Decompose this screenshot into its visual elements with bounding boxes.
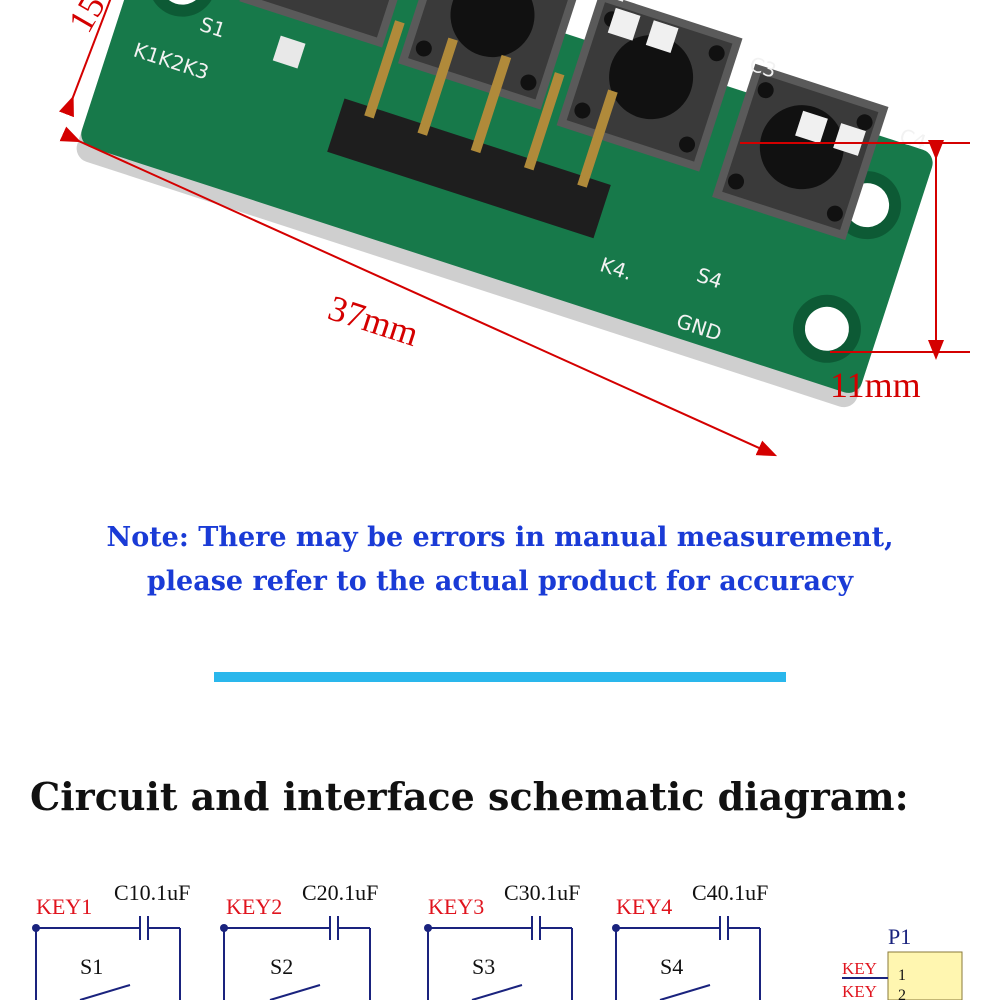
mounting-hole bbox=[792, 294, 861, 363]
net-label-key4: KEY4 bbox=[616, 894, 672, 919]
pcb-board: K1K2K3 S1 C1 C3 C4 K4. S4 GND bbox=[76, 0, 933, 408]
key-cell-1: KEY1 C10.1uF S1 bbox=[32, 880, 190, 1000]
connector-pin-label: KEY bbox=[842, 959, 877, 978]
switch-label-s3: S3 bbox=[472, 954, 495, 979]
width-dimension-line bbox=[58, 0, 112, 118]
solder-pad bbox=[833, 123, 866, 156]
net-label-key3: KEY3 bbox=[428, 894, 484, 919]
tactile-button bbox=[239, 0, 423, 48]
length-dimension-label: 37mm bbox=[324, 288, 424, 354]
key-cell-4: KEY4 C40.1uF S4 bbox=[612, 880, 768, 1000]
connector-name: P1 bbox=[888, 924, 911, 949]
solder-pad bbox=[645, 20, 679, 53]
solder-pad bbox=[795, 110, 828, 144]
switch-label-s4: S4 bbox=[660, 954, 683, 979]
key-cell-3: KEY3 C30.1uF S3 bbox=[424, 880, 580, 1000]
connector-p1: P1 KEY 1 KEY 2 bbox=[842, 924, 963, 1000]
length-dimension-line bbox=[59, 126, 778, 457]
switch-label-s1: S1 bbox=[80, 954, 103, 979]
connector-pin-number: 1 bbox=[898, 967, 906, 984]
capacitor-label-c4: C40.1uF bbox=[692, 880, 768, 905]
solder-pad bbox=[607, 7, 641, 41]
schematic-heading: Circuit and interface schematic diagram: bbox=[30, 774, 909, 819]
capacitor-label-c2: C20.1uF bbox=[302, 880, 378, 905]
connector-pin-label: KEY bbox=[842, 982, 877, 1000]
net-label-key1: KEY1 bbox=[36, 894, 92, 919]
capacitor-label-c1: C10.1uF bbox=[114, 880, 190, 905]
net-label-key2: KEY2 bbox=[226, 894, 282, 919]
key-cell-2: KEY2 C20.1uF S2 bbox=[220, 880, 378, 1000]
solder-pad bbox=[272, 35, 306, 69]
section-divider bbox=[214, 672, 786, 682]
switch-label-s2: S2 bbox=[270, 954, 293, 979]
measurement-note-line2: please refer to the actual product for a… bbox=[146, 566, 854, 597]
capacitor-label-c3: C30.1uF bbox=[504, 880, 580, 905]
schematic-diagram: KEY1 C10.1uF S1 KEY2 C20.1uF S2 bbox=[32, 880, 963, 1000]
silk-c1: C1 bbox=[598, 0, 631, 7]
width-dimension-label: 15 bbox=[60, 0, 113, 39]
measurement-note-line1: Note: There may be errors in manual meas… bbox=[106, 522, 894, 553]
height-dimension-label: 11mm bbox=[830, 365, 921, 405]
connector-pin-number: 2 bbox=[898, 987, 906, 1000]
